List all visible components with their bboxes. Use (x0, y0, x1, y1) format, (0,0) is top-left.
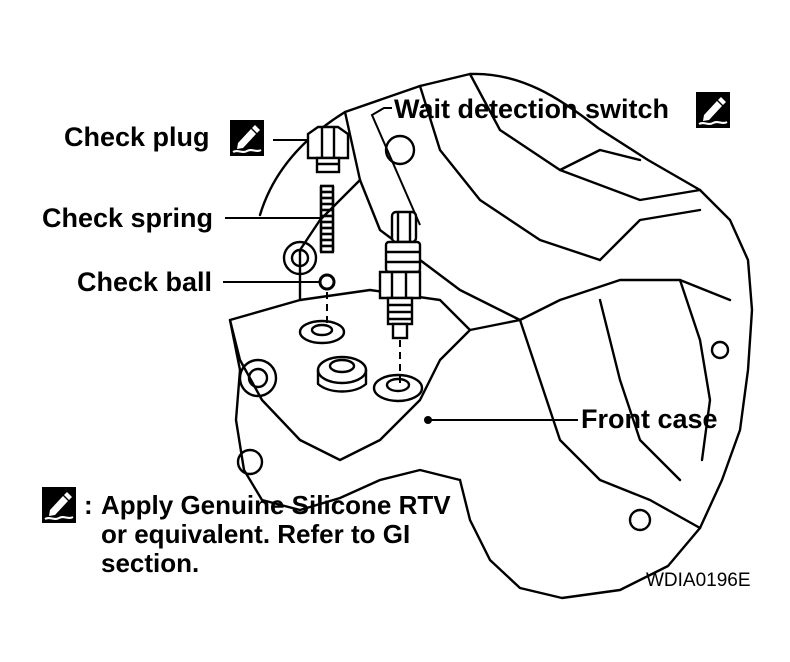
case-boss-hole-5 (710, 340, 730, 360)
wait-detection-switch-part (378, 210, 422, 340)
case-left-flange (228, 318, 462, 512)
case-inner-wall-4 (518, 278, 732, 322)
case-boss-hole-1 (282, 240, 318, 276)
plug-seat-outer (298, 319, 346, 345)
label-check-plug: Check plug (64, 122, 210, 152)
note-marker: : (84, 490, 93, 520)
case-top-deck (228, 288, 472, 462)
case-inner-wall-1 (343, 110, 522, 322)
label-check-spring: Check spring (42, 203, 214, 233)
case-boss-hole-3 (238, 358, 278, 398)
case-rib-2 (558, 148, 642, 172)
case-inner-wall-2 (418, 84, 602, 262)
label-front-case: Front case (581, 404, 718, 434)
case-boss-hole-2 (384, 134, 416, 166)
switch-seat-inner (385, 377, 411, 393)
note-line-1: Apply Genuine Silicone RTV (101, 490, 451, 520)
plug-seat-inner (310, 323, 334, 337)
figure-code: WDIA0196E (646, 570, 751, 591)
case-boss-hole-1-inner (290, 248, 310, 268)
case-inner-wall-5 (468, 318, 702, 530)
case-rib-3 (598, 298, 682, 482)
aux-seat-inner (328, 358, 356, 374)
note-line-2: or equivalent. Refer to GI (101, 519, 411, 549)
leader-wait-detection-switch (370, 107, 421, 226)
front-case-pointer-dot (424, 416, 432, 424)
case-boss-hole-3-inner (247, 367, 269, 389)
case-inner-wall-3 (468, 72, 702, 202)
switch-seat-outer (372, 373, 424, 403)
aux-seat-side (316, 368, 368, 393)
check-spring-part (319, 184, 335, 254)
case-boss-hole-6 (628, 508, 652, 532)
case-housing-outline (258, 72, 754, 600)
check-ball-part (318, 273, 336, 291)
case-rib-4 (678, 278, 712, 462)
sealant-brush-icon (42, 487, 76, 523)
note-line-3: section. (101, 548, 200, 578)
sealant-brush-icon (696, 92, 730, 128)
check-plug-part (306, 125, 350, 174)
label-wait-detection-switch: Wait detection switch (394, 94, 670, 124)
case-boss-hole-4 (236, 448, 264, 476)
case-rib-1 (598, 208, 702, 262)
sealant-brush-icon (230, 120, 264, 156)
label-check-ball: Check ball (77, 267, 213, 297)
